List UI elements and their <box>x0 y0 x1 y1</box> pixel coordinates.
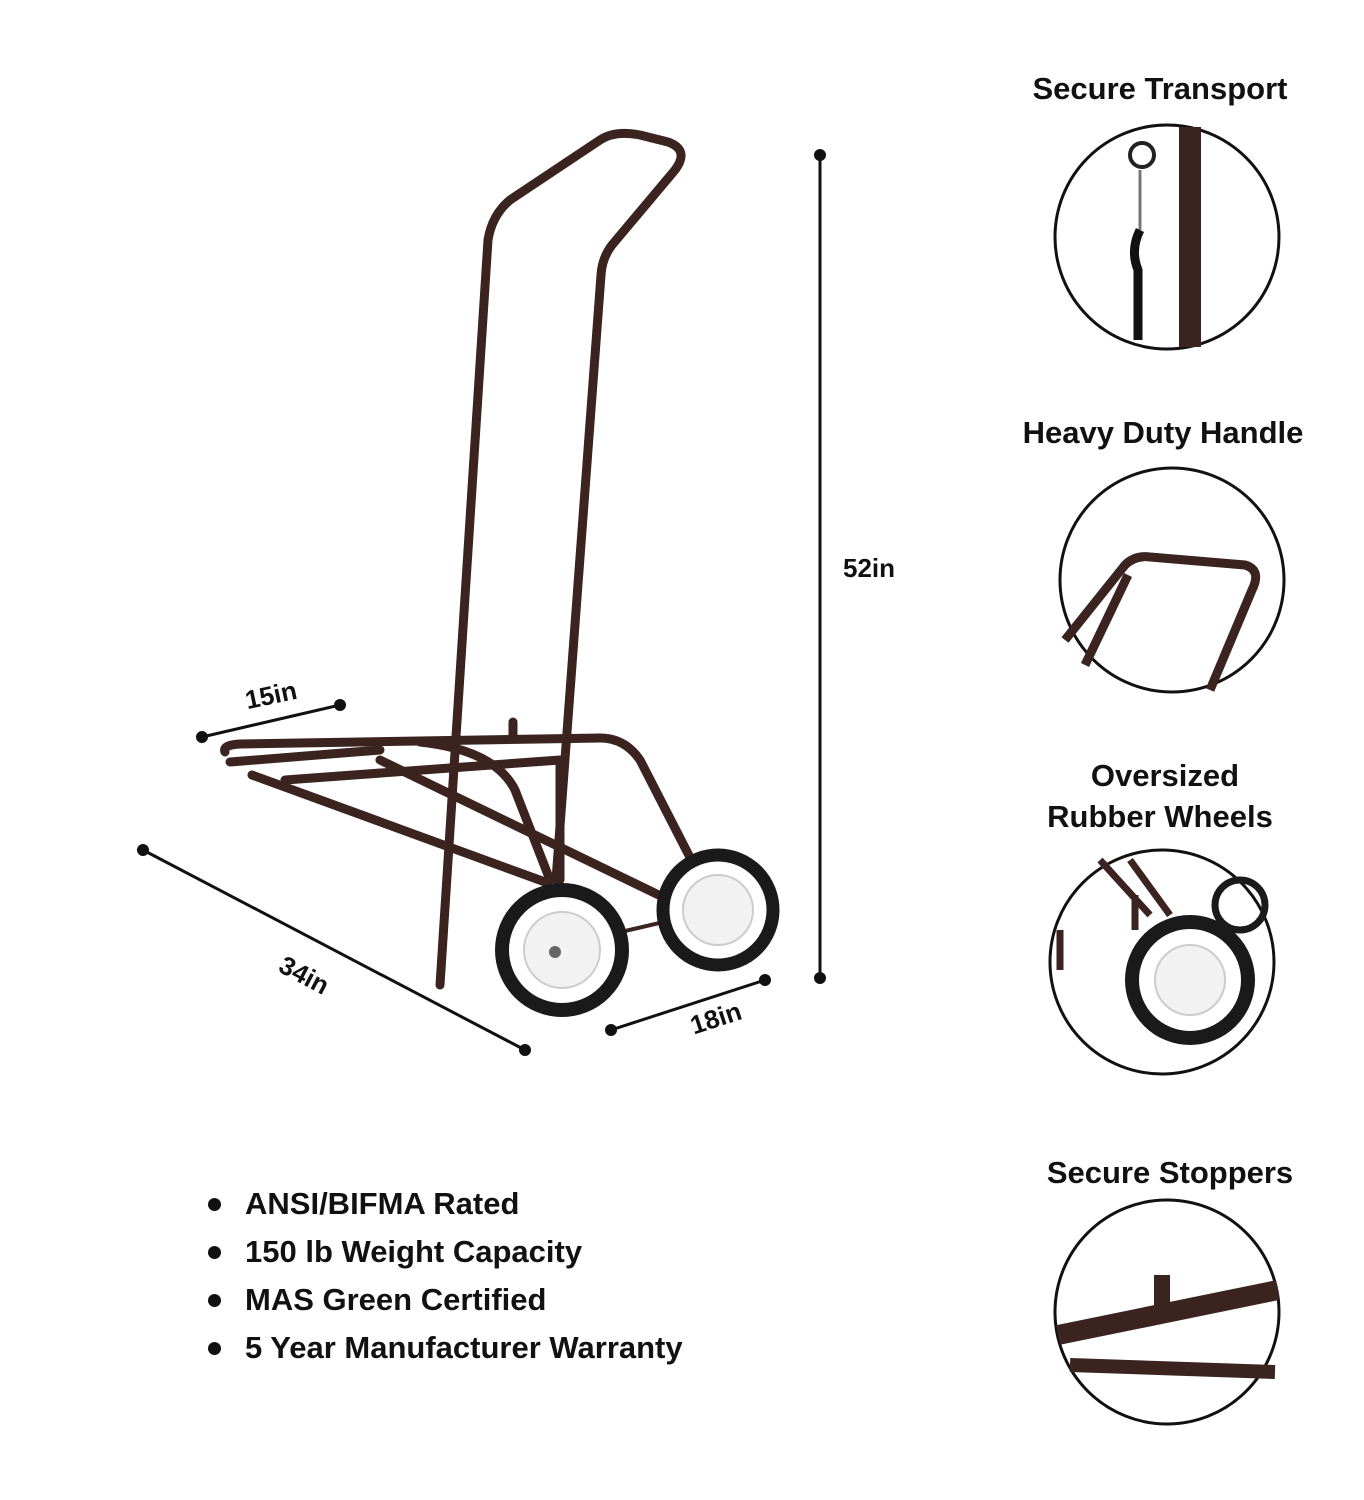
feature-circle-transport <box>1053 123 1281 351</box>
feature-circle-handle <box>1058 466 1286 694</box>
bungee-cord-hook-icon <box>1128 127 1201 347</box>
frame-stopper-icon <box>1055 1275 1281 1379</box>
depth-dimension-line <box>201 703 341 739</box>
wheel-front <box>495 883 629 1017</box>
length-dimension-line <box>142 848 526 1052</box>
chair-cart <box>220 128 723 990</box>
feature-title-stoppers: Secure Stoppers <box>1046 1155 1294 1190</box>
bullet-item: 150 lb Weight Capacity <box>208 1228 683 1276</box>
bullet-icon <box>208 1293 221 1307</box>
cart-lower-frame <box>225 745 565 887</box>
feature-bullet-list: ANSI/BIFMA Rated 150 lb Weight Capacity … <box>208 1180 683 1372</box>
rubber-wheel-icon <box>1056 857 1269 1045</box>
bullet-icon <box>208 1197 221 1211</box>
wheel-rear <box>656 848 780 972</box>
height-label: 52in <box>843 553 896 583</box>
width-dimension-line <box>610 978 766 1032</box>
bullet-item: MAS Green Certified <box>208 1276 683 1324</box>
feature-title-wheels-line1: Oversized <box>1090 758 1240 793</box>
feature-title-transport: Secure Transport <box>1032 71 1288 106</box>
cart-handle-frame <box>435 128 686 990</box>
cart-base-frame <box>220 733 723 917</box>
feature-title-wheels-line2: Rubber Wheels <box>1047 799 1273 834</box>
cart-handle-icon <box>1061 552 1261 692</box>
bullet-icon <box>208 1341 221 1355</box>
bullet-item: 5 Year Manufacturer Warranty <box>208 1324 683 1372</box>
cart-brace <box>375 737 705 920</box>
bullet-icon <box>208 1245 221 1259</box>
feature-title-handle: Heavy Duty Handle <box>1022 415 1304 450</box>
bullet-item: ANSI/BIFMA Rated <box>208 1180 683 1228</box>
